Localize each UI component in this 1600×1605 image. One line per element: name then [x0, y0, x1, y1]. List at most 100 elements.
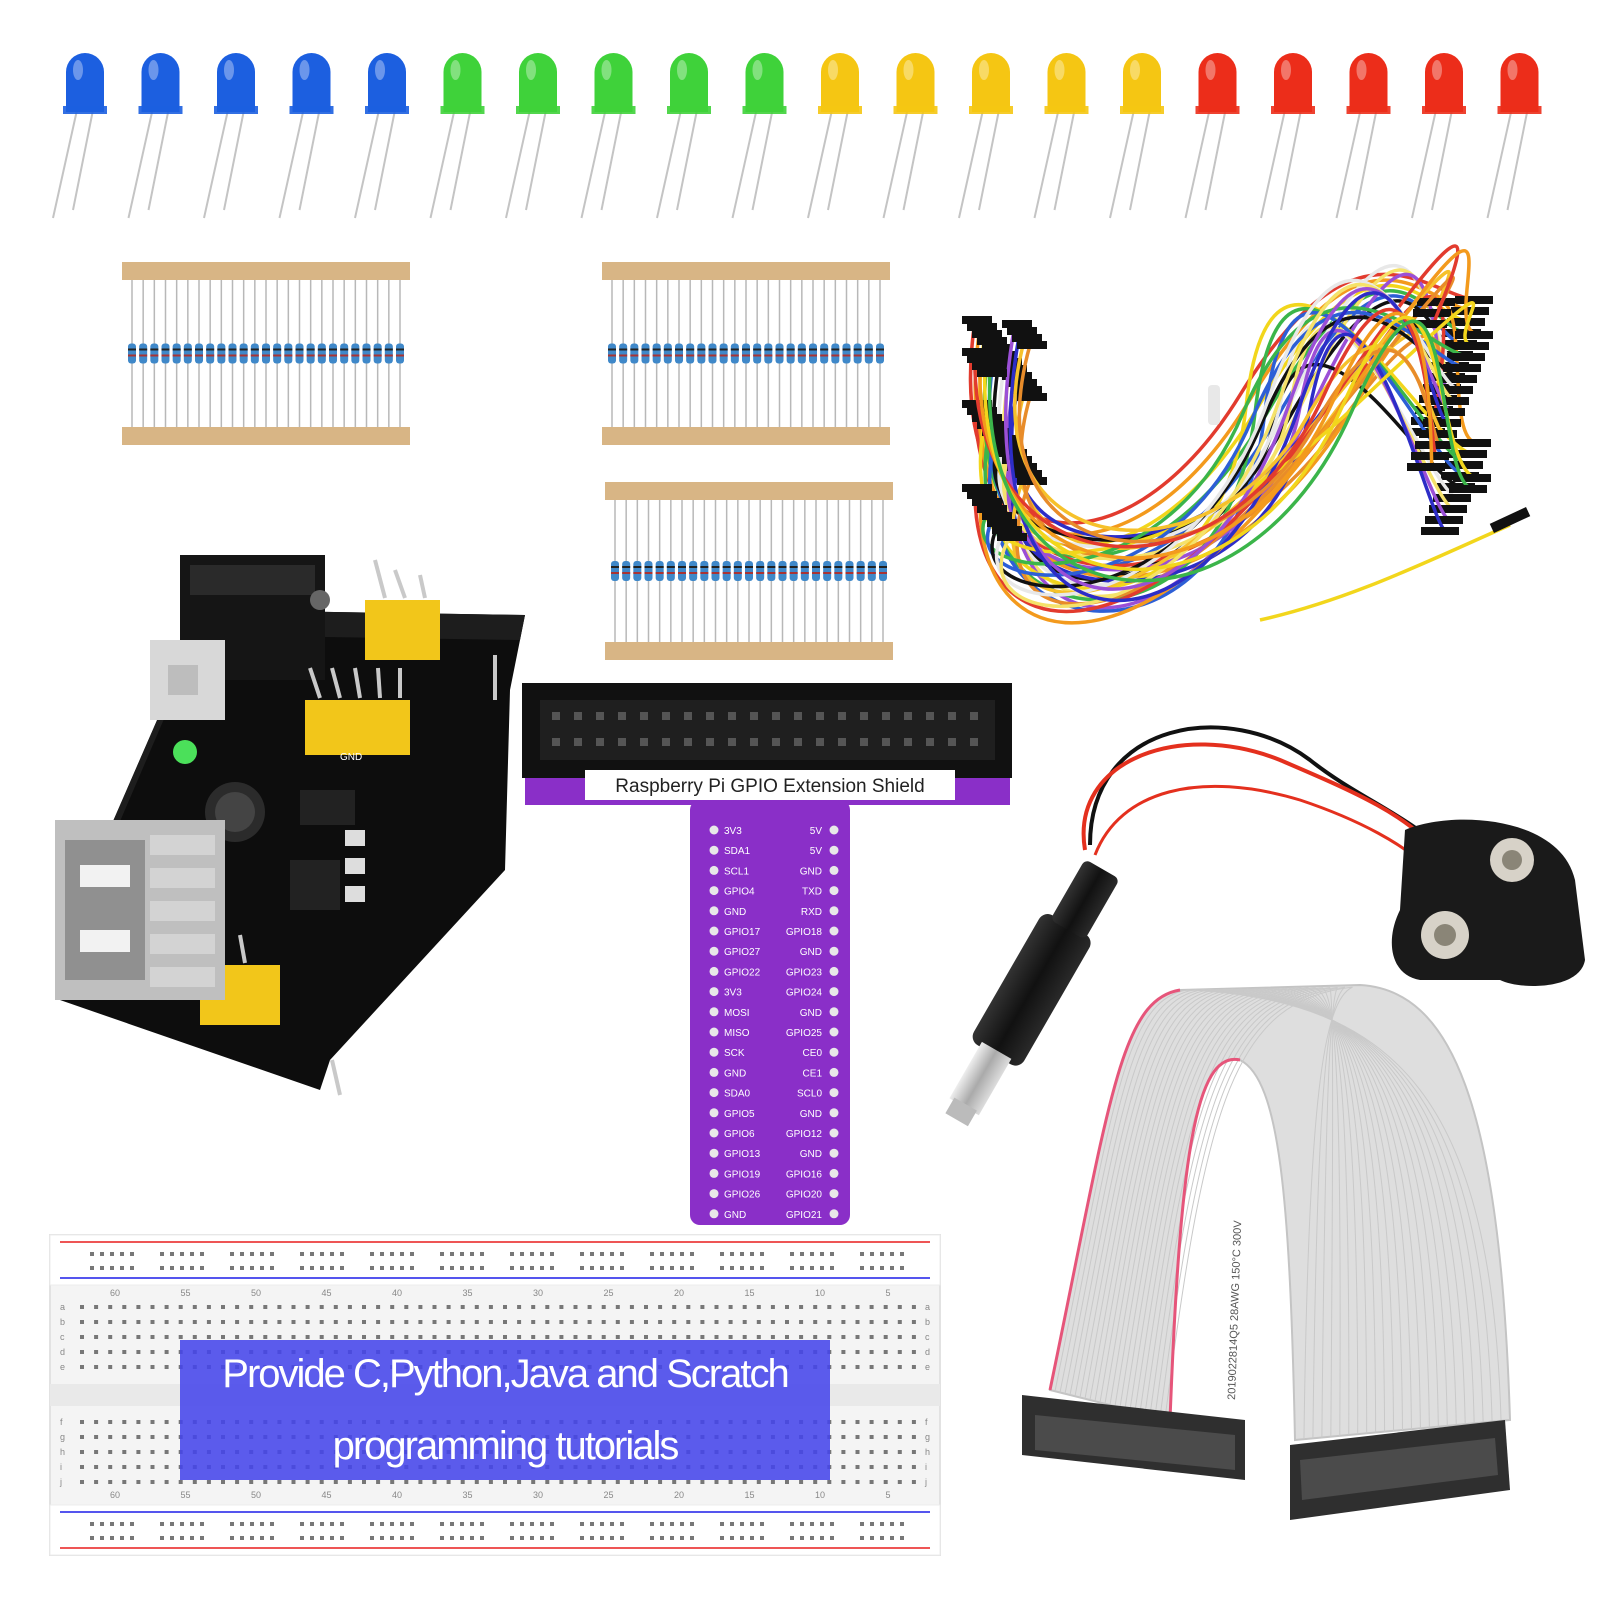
gpio-label-right: GPIO16 — [786, 1169, 823, 1180]
gpio-label-left: GPIO13 — [724, 1149, 761, 1160]
gpio-label-left: GPIO22 — [724, 967, 761, 978]
gpio-ribbon-cable: 2019022814Q5 28AWG 150°C 300V — [1022, 983, 1512, 1520]
led-row — [52, 53, 1542, 219]
resistor-strip — [122, 262, 410, 445]
gpio-label-right: GPIO12 — [786, 1129, 823, 1140]
blue-led — [203, 53, 258, 219]
gpio-label-left: SDA0 — [724, 1089, 751, 1100]
breadboard-row-letter: a — [60, 1302, 65, 1312]
gpio-label-left: 3V3 — [724, 826, 742, 837]
header-jumper-top — [365, 600, 440, 660]
breadboard-column-number: 50 — [251, 1288, 261, 1298]
breadboard-row-letter: i — [925, 1462, 927, 1472]
gpio-label-right: 5V — [810, 826, 823, 837]
header-block — [305, 700, 410, 755]
breadboard-column-number: 35 — [463, 1288, 473, 1298]
gpio-label-left: GPIO6 — [724, 1129, 755, 1140]
gpio-label-left: SDA1 — [724, 846, 751, 857]
gpio-label-left: GPIO5 — [724, 1109, 755, 1120]
gpio-extension-shield: Raspberry Pi GPIO Extension Shield 3V3SD… — [522, 683, 1012, 1225]
battery-snap — [1391, 819, 1585, 986]
gpio-label-right: TXD — [802, 887, 822, 898]
green-led — [429, 53, 485, 219]
breadboard-column-number: 20 — [674, 1288, 684, 1298]
breadboard-column-number: 30 — [533, 1490, 543, 1500]
breadboard-row-letter: g — [60, 1432, 65, 1442]
gpio-label-left: GPIO26 — [724, 1190, 761, 1201]
breadboard-row-letter: g — [925, 1432, 930, 1442]
gpio-label-right: SCL0 — [797, 1089, 822, 1100]
breadboard-row-letter: e — [925, 1362, 930, 1372]
breadboard-column-number: 60 — [110, 1288, 120, 1298]
yellow-led — [1109, 53, 1164, 219]
green-led — [731, 53, 787, 219]
breadboard-power-module: GND — [55, 555, 525, 1096]
breadboard-row-letter: a — [925, 1302, 930, 1312]
breadboard-column-number: 50 — [251, 1490, 261, 1500]
shield-title: Raspberry Pi GPIO Extension Shield — [615, 776, 924, 797]
gpio-label-left: SCL1 — [724, 866, 749, 877]
tutorial-banner: Provide C,Python,Java and Scratch progra… — [180, 1340, 830, 1480]
gpio-label-left: GPIO17 — [724, 927, 761, 938]
breadboard-row-letter: j — [924, 1477, 927, 1487]
gpio-label-left: 3V3 — [724, 988, 742, 999]
gpio-label-left: GND — [724, 907, 746, 918]
status-led — [173, 740, 197, 764]
gpio-label-right: GND — [800, 947, 822, 958]
gpio-label-right: GPIO21 — [786, 1210, 823, 1221]
breadboard-row-letter: i — [60, 1462, 62, 1472]
gnd-label: GND — [340, 752, 362, 763]
breadboard-column-number: 40 — [392, 1490, 402, 1500]
blue-led — [127, 53, 183, 219]
breadboard-column-number: 20 — [674, 1490, 684, 1500]
red-led — [1411, 53, 1466, 219]
breadboard-row-letter: e — [60, 1362, 65, 1372]
shield-label-plate — [585, 770, 955, 800]
yellow-led — [882, 53, 938, 219]
yellow-led — [958, 53, 1013, 219]
gpio-label-right: RXD — [801, 907, 822, 918]
gpio-label-left: GPIO27 — [724, 947, 761, 958]
breadboard-row-letter: f — [925, 1417, 928, 1427]
breadboard-column-number: 5 — [886, 1490, 891, 1500]
breadboard-column-number: 45 — [322, 1490, 332, 1500]
jumper-wire — [987, 319, 1475, 583]
breadboard-row-letter: f — [60, 1417, 63, 1427]
breadboard-row-letter: b — [60, 1317, 65, 1327]
jumper-wire-bundle — [962, 244, 1531, 625]
breadboard-row-letter: d — [925, 1347, 930, 1357]
breadboard-column-number: 60 — [110, 1490, 120, 1500]
breadboard-column-number: 5 — [886, 1288, 891, 1298]
jumper-wire — [978, 311, 1434, 560]
resistor-strips — [122, 262, 893, 660]
breadboard-column-number: 30 — [533, 1288, 543, 1298]
breadboard-column-number: 10 — [815, 1490, 825, 1500]
red-led — [1335, 53, 1391, 219]
breadboard-column-number: 15 — [745, 1288, 755, 1298]
gpio-label-right: GPIO25 — [786, 1028, 823, 1039]
breadboard-column-number: 35 — [463, 1490, 473, 1500]
breadboard-row-letter: h — [60, 1447, 65, 1457]
breadboard-row-letter: c — [60, 1332, 65, 1342]
green-led — [580, 53, 636, 219]
breadboard-column-number: 55 — [181, 1490, 191, 1500]
blue-led — [354, 53, 409, 219]
breadboard-row-letter: b — [925, 1317, 930, 1327]
gpio-label-right: GPIO24 — [786, 988, 823, 999]
breadboard-row-letter: j — [59, 1477, 62, 1487]
dc-barrel-plug — [945, 861, 1118, 1127]
breadboard-column-number: 15 — [745, 1490, 755, 1500]
breadboard-column-number: 25 — [604, 1490, 614, 1500]
gpio-label-right: GND — [800, 866, 822, 877]
gpio-label-right: GND — [800, 1149, 822, 1160]
gpio-label-right: GND — [800, 1109, 822, 1120]
blue-led — [278, 53, 334, 219]
gpio-label-right: 5V — [810, 846, 823, 857]
yellow-led — [1033, 53, 1089, 219]
red-led — [1486, 53, 1542, 219]
breadboard-row-letter: h — [925, 1447, 930, 1457]
gpio-label-left: SCK — [724, 1048, 745, 1059]
gpio-label-right: GPIO20 — [786, 1190, 823, 1201]
